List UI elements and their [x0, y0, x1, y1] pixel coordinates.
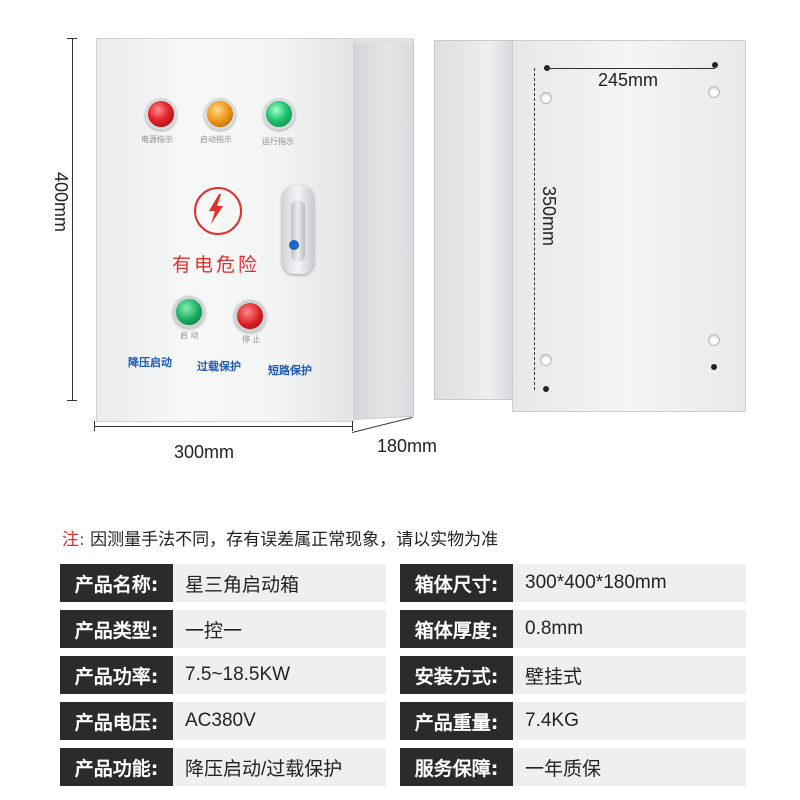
depth-dim-label: 180mm: [377, 436, 438, 456]
spec-value: AC380V: [173, 702, 386, 740]
width-dim-label: 300mm: [174, 442, 235, 462]
spec-key: 产品功能:: [60, 748, 173, 786]
cabinet-side-panel: [352, 38, 414, 420]
power-indicator-lamp: [145, 98, 177, 130]
spec-value: 300*400*180mm: [513, 564, 746, 602]
spec-row: 产品类型: 一控一: [60, 610, 386, 648]
spec-row: 箱体尺寸: 300*400*180mm: [400, 564, 746, 602]
spec-key: 产品电压:: [60, 702, 173, 740]
start-button-label: 启 动: [180, 331, 199, 340]
feature-label-short-circuit: 短路保护: [268, 364, 312, 377]
run-indicator-label: 运行指示: [262, 137, 294, 146]
height-dim-tick-bottom: [67, 400, 77, 401]
measurement-note: 注: 因测量手法不同，存有误差属正常现象，请以实物为准: [62, 525, 498, 550]
mount-hole-bottom-right: [708, 334, 720, 346]
mount-height-dim-line: [534, 68, 535, 390]
spec-key: 产品功率:: [60, 656, 173, 694]
width-dim-line: [94, 426, 352, 427]
spec-key: 箱体尺寸:: [400, 564, 513, 602]
power-indicator-label: 电源指示: [141, 135, 173, 144]
start-indicator-lamp: [204, 98, 236, 130]
spec-value: 降压启动/过载保护: [173, 748, 386, 786]
mount-height-dim-label: 350mm: [539, 186, 559, 247]
spec-row: 产品功率: 7.5~18.5KW: [60, 656, 386, 694]
spec-key: 箱体厚度:: [400, 610, 513, 648]
feature-label-soft-start: 降压启动: [128, 356, 172, 369]
mount-screw-bottom-right: [711, 364, 717, 370]
start-button: [173, 296, 205, 328]
cabinet-back-side-panel: [434, 40, 514, 400]
spec-row: 安装方式: 壁挂式: [400, 656, 746, 694]
door-handle-slot: [291, 200, 305, 262]
spec-row: 产品功能: 降压启动/过载保护: [60, 748, 386, 786]
danger-warning-text: 有电危险: [172, 254, 261, 276]
spec-value: 7.4KG: [513, 702, 746, 740]
spec-value: 7.5~18.5KW: [173, 656, 386, 694]
lock-icon: [289, 240, 299, 250]
width-dim-tick-right: [352, 421, 353, 431]
feature-label-overload: 过载保护: [197, 360, 241, 373]
spec-value: 壁挂式: [513, 656, 746, 694]
mount-width-dim-label: 245mm: [598, 70, 659, 90]
stop-button: [234, 300, 266, 332]
spec-value: 一控一: [173, 610, 386, 648]
spec-row: 箱体厚度: 0.8mm: [400, 610, 746, 648]
spec-key: 产品类型:: [60, 610, 173, 648]
spec-value: 0.8mm: [513, 610, 746, 648]
spec-row: 服务保障: 一年质保: [400, 748, 746, 786]
mount-width-dim-line: [547, 68, 715, 69]
note-text: 因测量手法不同，存有误差属正常现象，请以实物为准: [84, 530, 499, 550]
spec-value: 一年质保: [513, 748, 746, 786]
mount-hole-top-right: [708, 86, 720, 98]
start-indicator-label: 启动指示: [200, 135, 232, 144]
note-lead: 注:: [62, 530, 85, 550]
spec-row: 产品名称: 星三角启动箱: [60, 564, 386, 602]
spec-row: 产品电压: AC380V: [60, 702, 386, 740]
stop-button-label: 停 止: [242, 335, 261, 344]
mount-hole-bottom-left: [540, 354, 552, 366]
mount-screw-bottom-left: [543, 386, 549, 392]
height-dim-label: 400mm: [51, 172, 71, 233]
run-indicator-lamp: [263, 98, 295, 130]
height-dim-line: [72, 38, 73, 400]
cabinet-side-top: [352, 38, 412, 44]
mount-screw-top-right: [712, 62, 718, 68]
mount-hole-top-left: [540, 92, 552, 104]
electric-hazard-icon: [194, 187, 242, 235]
spec-row: 产品重量: 7.4KG: [400, 702, 746, 740]
cabinet-back-panel: [512, 40, 746, 412]
spec-value: 星三角启动箱: [173, 564, 386, 602]
spec-key: 安装方式:: [400, 656, 513, 694]
spec-key: 产品名称:: [60, 564, 173, 602]
spec-key: 产品重量:: [400, 702, 513, 740]
spec-key: 服务保障:: [400, 748, 513, 786]
